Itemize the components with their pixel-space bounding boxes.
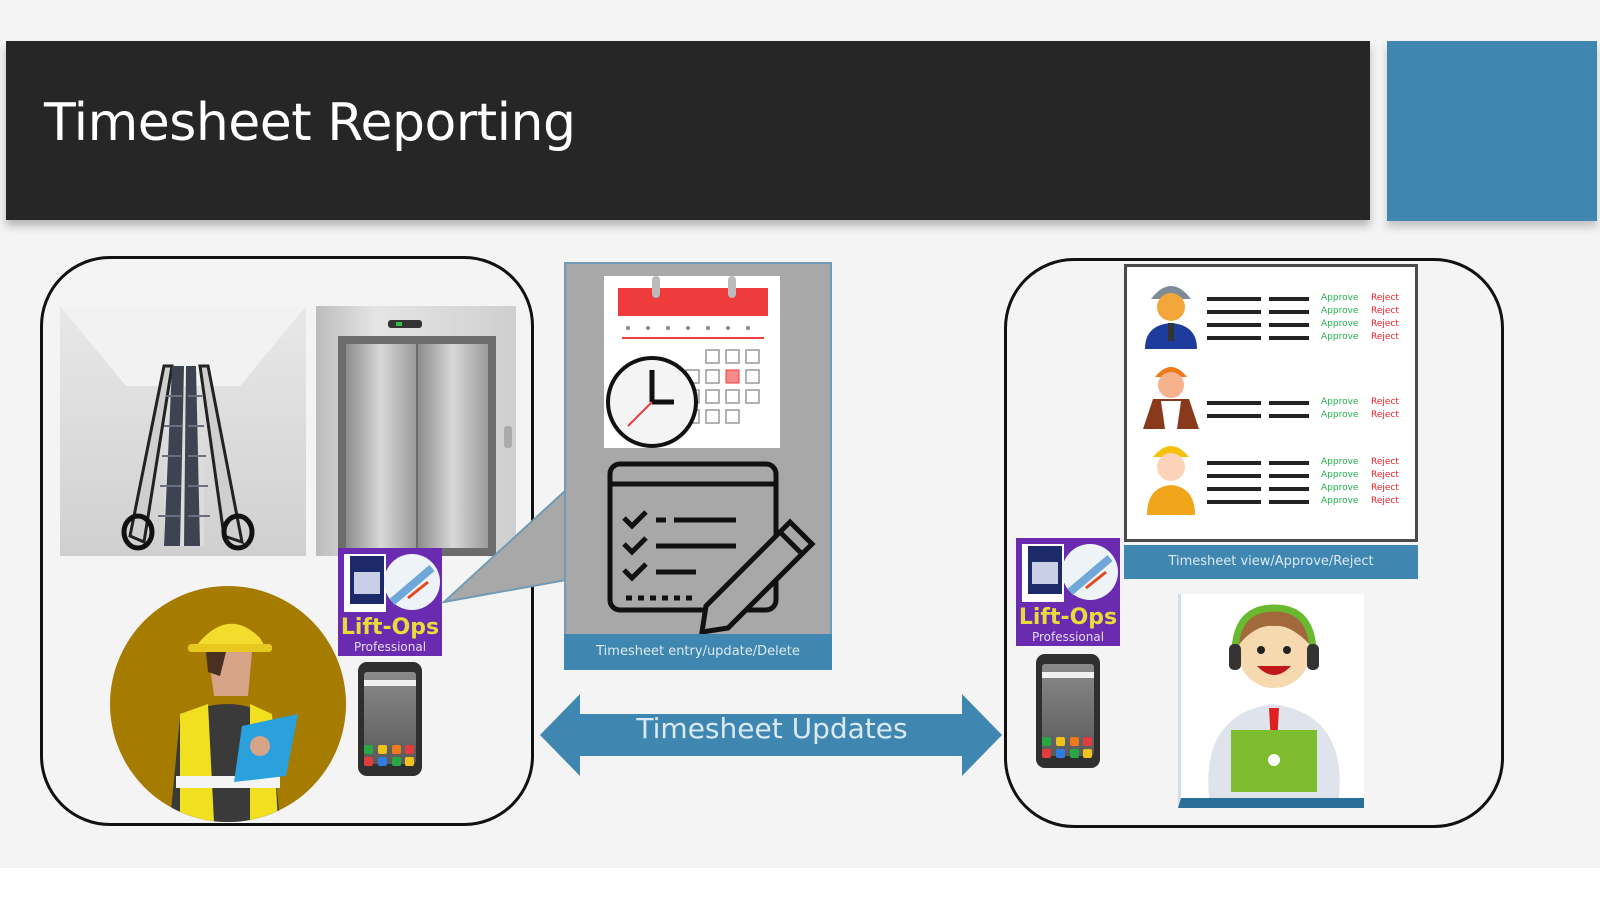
approve-link[interactable]: Approve [1321, 306, 1359, 316]
approve-link[interactable]: Approve [1321, 496, 1359, 506]
checklist-edit-icon [607, 461, 816, 635]
mobile-phone-icon [358, 662, 422, 776]
reject-link[interactable]: Reject [1371, 306, 1399, 316]
female-worker-avatar [1143, 367, 1199, 429]
slide-title: Timesheet Reporting [44, 93, 576, 153]
reject-link[interactable]: Reject [1371, 397, 1399, 407]
entry-hours-bar [1269, 487, 1309, 491]
timesheet-entry-row: Approve Reject [1127, 457, 1415, 469]
reject-link[interactable]: Reject [1371, 410, 1399, 420]
reject-link[interactable]: Reject [1371, 293, 1399, 303]
escalator-image [60, 306, 306, 556]
entry-description-bar [1207, 461, 1261, 465]
clock-icon [606, 356, 698, 448]
entry-hours-bar [1269, 500, 1309, 504]
timesheet-entry-row: Approve Reject [1127, 410, 1415, 422]
entry-hours-bar [1269, 310, 1309, 314]
entry-hours-bar [1269, 336, 1309, 340]
worker-avatar [1147, 446, 1195, 515]
entry-description-bar [1207, 414, 1261, 418]
mobile-phone-icon [1036, 654, 1100, 768]
timesheet-entry-row: Approve Reject [1127, 293, 1415, 305]
reject-link[interactable]: Reject [1371, 496, 1399, 506]
timesheet-entry-row: Approve Reject [1127, 483, 1415, 495]
entry-description-bar [1207, 297, 1261, 301]
approvals-caption: Timesheet view/Approve/Reject [1124, 545, 1418, 579]
timesheet-entry-row: Approve Reject [1127, 496, 1415, 508]
accent-block [1387, 41, 1597, 221]
arrow-label: Timesheet Updates [636, 712, 908, 745]
reject-link[interactable]: Reject [1371, 319, 1399, 329]
entry-hours-bar [1269, 414, 1309, 418]
elevator-image [316, 306, 516, 556]
entry-hours-bar [1269, 401, 1309, 405]
entry-hours-bar [1269, 297, 1309, 301]
entry-description-bar [1207, 487, 1261, 491]
entry-hours-bar [1269, 461, 1309, 465]
entry-caption: Timesheet entry/update/Delete [564, 634, 832, 670]
reject-link[interactable]: Reject [1371, 483, 1399, 493]
field-technician-illustration [110, 586, 346, 822]
timesheet-updates-arrow [540, 694, 1002, 776]
timesheet-entry-row: Approve Reject [1127, 332, 1415, 344]
entry-hours-bar [1269, 474, 1309, 478]
slide: Timesheet Reporting [0, 0, 1600, 868]
lift-ops-subtitle: Professional [354, 640, 426, 654]
timesheet-entry-callout [564, 262, 832, 670]
engineer-avatar [1145, 286, 1197, 349]
lift-ops-title: Lift-Ops [1019, 605, 1117, 630]
timesheet-entry-row: Approve Reject [1127, 470, 1415, 482]
entry-hours-bar [1269, 323, 1309, 327]
entry-description-bar [1207, 401, 1261, 405]
timesheet-entry-row: Approve Reject [1127, 319, 1415, 331]
lift-ops-subtitle: Professional [1032, 630, 1104, 644]
approve-link[interactable]: Approve [1321, 457, 1359, 467]
reject-link[interactable]: Reject [1371, 470, 1399, 480]
approve-link[interactable]: Approve [1321, 410, 1359, 420]
title-bar: Timesheet Reporting [6, 41, 1370, 220]
entry-description-bar [1207, 474, 1261, 478]
approve-link[interactable]: Approve [1321, 293, 1359, 303]
approve-link[interactable]: Approve [1321, 470, 1359, 480]
lift-ops-badge: Lift-Ops Professional [338, 548, 442, 656]
entry-description-bar [1207, 336, 1261, 340]
timesheet-entry-row: Approve Reject [1127, 306, 1415, 318]
reject-link[interactable]: Reject [1371, 457, 1399, 467]
approve-link[interactable]: Approve [1321, 319, 1359, 329]
lift-ops-badge: Lift-Ops Professional [1016, 538, 1120, 646]
reject-link[interactable]: Reject [1371, 332, 1399, 342]
approve-link[interactable]: Approve [1321, 332, 1359, 342]
lift-ops-title: Lift-Ops [341, 615, 439, 640]
supervisor-illustration [1178, 594, 1364, 808]
entry-description-bar [1207, 323, 1261, 327]
timesheet-entry-row: Approve Reject [1127, 397, 1415, 409]
approve-link[interactable]: Approve [1321, 483, 1359, 493]
callout-pointer [440, 490, 567, 604]
entry-description-bar [1207, 500, 1261, 504]
approve-link[interactable]: Approve [1321, 397, 1359, 407]
entry-description-bar [1207, 310, 1261, 314]
